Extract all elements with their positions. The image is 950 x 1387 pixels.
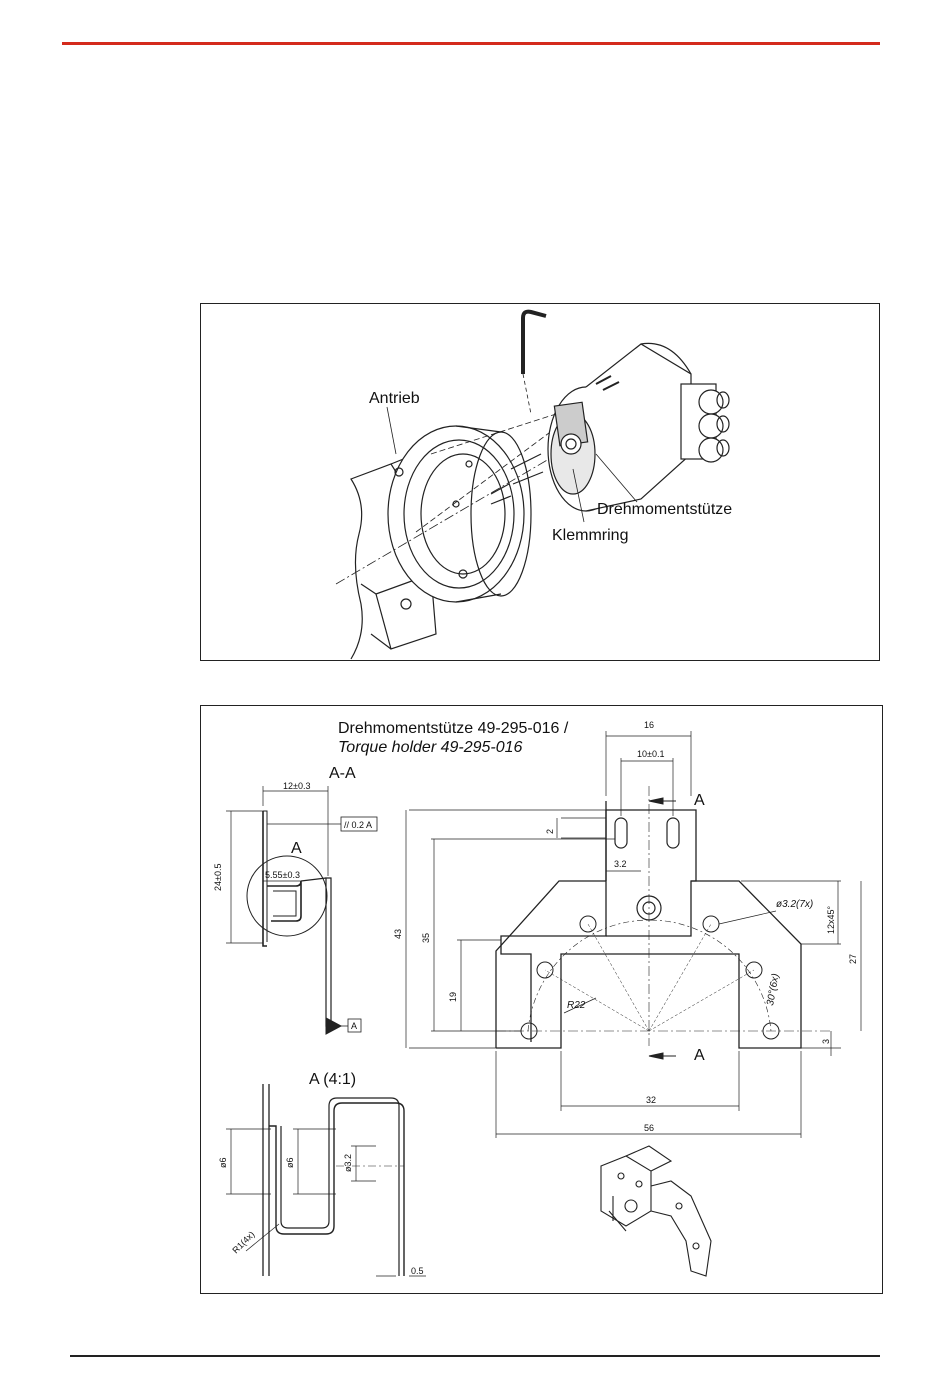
dim-2: 2 [545, 829, 555, 834]
dim-angle: 30°(6x) [765, 973, 781, 1007]
detail-a-title: A (4:1) [309, 1071, 356, 1088]
main-plan-view: A A 16 10±0.1 2 3.2 43 35 19 ø3.2(7x) 12… [393, 720, 861, 1138]
hex-key-icon [523, 312, 546, 374]
detail-a-view: A (4:1) ø6 ø6 ø3.2 R1(4x) 0.5 [218, 1071, 426, 1276]
dim-56: 56 [644, 1123, 654, 1133]
dim-chamfer: 12x45° [826, 905, 836, 934]
dim-27: 27 [848, 954, 858, 964]
section-mark-top: A [694, 792, 705, 809]
dim-5-55: 5.55±0.3 [265, 870, 300, 880]
dim-24: 24±0.5 [213, 864, 223, 891]
label-antrieb: Antrieb [369, 390, 420, 407]
dim-r22: R22 [567, 1000, 586, 1011]
dim-d6-left: ø6 [218, 1157, 228, 1168]
dim-43: 43 [393, 929, 403, 939]
dim-19: 19 [448, 992, 458, 1002]
dim-0-5: 0.5 [411, 1266, 424, 1276]
drawing-title-de: Drehmomentstütze 49-295-016 / [338, 720, 569, 737]
detail-a-marker: A [291, 840, 302, 857]
dim-3-2: 3.2 [614, 859, 627, 869]
section-aa-view: A-A A 12±0.3 24±0.5 5.55±0.3 // 0.2 A A [213, 765, 377, 1034]
technical-drawing: Drehmomentstütze 49-295-016 / Torque hol… [201, 706, 884, 1295]
dim-10: 10±0.1 [637, 749, 664, 759]
assembly-drawing: Antrieb Drehmomentstütze Klemmring [201, 304, 881, 662]
dim-hole: ø3.2(7x) [776, 899, 813, 910]
dim-3: 3 [821, 1039, 831, 1044]
datum-a: A [351, 1021, 357, 1031]
section-aa-title: A-A [329, 765, 356, 782]
label-drehmomentstuetze: Drehmomentstütze [597, 501, 732, 518]
header-rule [62, 42, 880, 45]
tolerance-frame: // 0.2 A [344, 820, 372, 830]
isometric-part-sketch [601, 1146, 711, 1276]
dim-12: 12±0.3 [283, 781, 310, 791]
footer-rule [70, 1355, 880, 1357]
assembly-figure: Antrieb Drehmomentstütze Klemmring [200, 303, 880, 661]
drawing-title-en: Torque holder 49-295-016 [338, 739, 523, 756]
dim-16: 16 [644, 720, 654, 730]
dim-d3-2: ø3.2 [343, 1154, 353, 1172]
dim-35: 35 [421, 933, 431, 943]
label-klemmring: Klemmring [552, 527, 628, 544]
dim-d6-right: ø6 [285, 1157, 295, 1168]
dim-r1: R1(4x) [230, 1229, 256, 1255]
technical-drawing-figure: Drehmomentstütze 49-295-016 / Torque hol… [200, 705, 883, 1294]
dim-32: 32 [646, 1095, 656, 1105]
section-mark-bottom: A [694, 1047, 705, 1064]
